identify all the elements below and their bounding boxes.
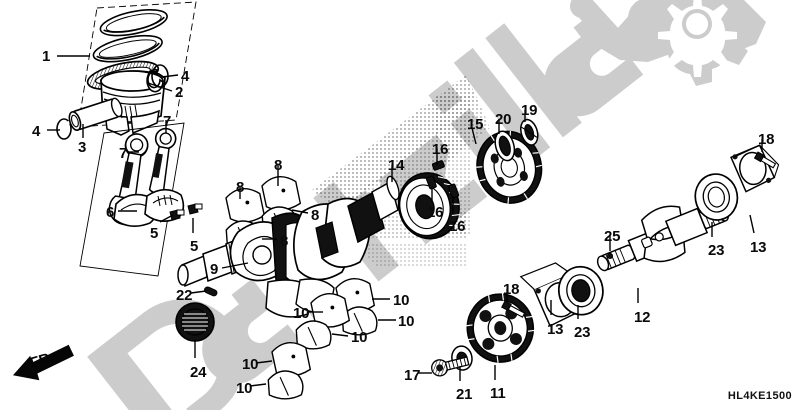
callout-number-8[interactable]: 8	[274, 157, 283, 174]
callout-number-25[interactable]: 25	[604, 228, 621, 245]
part-cam-chain-sprocket	[476, 130, 543, 204]
callout-leader-10	[255, 360, 273, 364]
callout-number-24[interactable]: 24	[190, 364, 207, 381]
callout-leader-10	[249, 383, 267, 387]
part-piston-pin	[68, 97, 123, 132]
callout-number-16[interactable]: 16	[427, 204, 444, 221]
callout-number-16[interactable]: 16	[449, 218, 466, 235]
callout-number-18[interactable]: 18	[758, 131, 775, 148]
part-ball-bearing-right	[694, 173, 739, 221]
front-direction-arrow	[12, 344, 74, 381]
callout-number-10[interactable]: 10	[236, 380, 253, 397]
callout-number-4[interactable]: 4	[181, 68, 190, 85]
callout-number-3[interactable]: 3	[78, 139, 87, 156]
part-pin-25	[607, 252, 614, 259]
callout-leader-10	[331, 333, 349, 337]
callout-number-7[interactable]: 7	[163, 113, 172, 130]
callout-number-9[interactable]: 9	[210, 261, 219, 278]
callout-number-21[interactable]: 21	[456, 386, 473, 403]
callout-number-8[interactable]: 8	[236, 179, 245, 196]
part-group-connecting-rod-assembly	[79, 122, 203, 277]
part-oil-pump-sprocket	[175, 302, 215, 342]
callout-leader-13	[749, 214, 755, 234]
callout-leader-9	[221, 262, 249, 269]
callout-leader-lines	[47, 55, 763, 387]
callout-number-20[interactable]: 20	[495, 111, 512, 128]
callout-number-10[interactable]: 10	[242, 356, 259, 373]
callout-number-5[interactable]: 5	[150, 225, 159, 242]
callout-number-8[interactable]: 8	[311, 207, 320, 224]
part-crankshaft	[177, 175, 400, 318]
callout-number-13[interactable]: 13	[547, 321, 564, 338]
callout-number-10[interactable]: 10	[293, 305, 310, 322]
callout-number-8[interactable]: 8	[280, 233, 289, 250]
callout-number-11[interactable]: 11	[490, 385, 506, 402]
callout-leader-8	[291, 209, 309, 214]
callout-number-23[interactable]: 23	[574, 324, 591, 341]
part-woodruff-keys	[425, 160, 460, 199]
callout-number-17[interactable]: 17	[404, 367, 421, 384]
part-piston-pin-clip-b	[56, 118, 72, 140]
callout-number-18[interactable]: 18	[503, 281, 520, 298]
callout-leader-15	[470, 123, 477, 145]
callout-number-16[interactable]: 16	[432, 141, 449, 158]
callout-number-7[interactable]: 7	[119, 145, 128, 162]
callout-leader-5	[159, 214, 174, 223]
callout-number-6[interactable]: 6	[106, 204, 115, 221]
callout-number-15[interactable]: 15	[467, 116, 484, 133]
part-primary-drive-gear	[397, 172, 460, 240]
callout-number-5[interactable]: 5	[190, 238, 199, 255]
callout-number-12[interactable]: 12	[634, 309, 651, 326]
callout-number-10[interactable]: 10	[398, 313, 415, 330]
callout-leader-2	[147, 82, 173, 92]
part-rod-bolt-a	[169, 209, 185, 221]
part-spacer-collar	[494, 130, 516, 162]
callout-number-1[interactable]: 1	[42, 48, 51, 65]
callout-leader-4	[161, 74, 179, 78]
callout-number-23[interactable]: 23	[708, 242, 725, 259]
callout-number-22[interactable]: 22	[176, 287, 193, 304]
part-bolt-upper	[753, 151, 777, 169]
callout-leader-22	[190, 290, 207, 294]
part-rod-bolt-b	[187, 203, 203, 215]
callout-number-13[interactable]: 13	[750, 239, 767, 256]
callout-number-10[interactable]: 10	[351, 329, 368, 346]
callout-number-14[interactable]: 14	[388, 157, 405, 174]
callout-number-19[interactable]: 19	[521, 102, 538, 119]
callout-number-10[interactable]: 10	[393, 292, 410, 309]
callout-number-4[interactable]: 4	[32, 123, 41, 140]
part-dowel-pin	[204, 286, 218, 297]
part-ball-bearing-lower	[557, 265, 604, 316]
part-bolt-lower	[501, 300, 526, 318]
part-flange-bolt	[431, 356, 470, 377]
callout-number-2[interactable]: 2	[175, 84, 184, 101]
diagram-code-label: HL4KE1500	[727, 390, 792, 402]
